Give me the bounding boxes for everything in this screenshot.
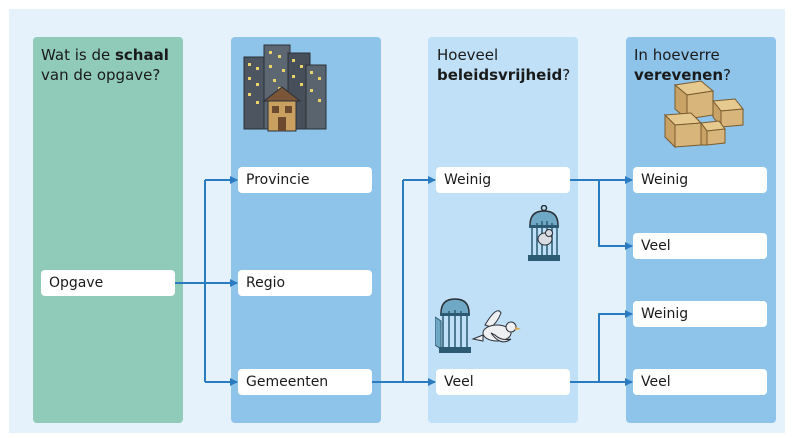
node-provincie: Provincie — [238, 167, 372, 193]
heading-equal-bold: verevenen — [634, 66, 724, 84]
heading-scale-bold: schaal — [114, 46, 169, 64]
arrow-to-ver-veel-1 — [598, 180, 633, 250]
heading-equal-post: ? — [723, 66, 731, 84]
heading-scale: Wat is de schaal van de opgave? — [41, 45, 181, 85]
open-cage-bird-icon — [435, 298, 521, 353]
column-scale — [33, 37, 183, 423]
arrow-to-ver-weinig-2 — [598, 310, 633, 382]
heading-policy-bold: beleidsvrijheid — [437, 66, 563, 84]
column-policy-freedom — [428, 37, 578, 423]
node-beleid-weinig: Weinig — [436, 167, 570, 193]
heading-policy-post: ? — [562, 66, 571, 84]
caged-bird-icon — [528, 205, 560, 261]
heading-equal-pre: In hoeverre — [634, 46, 720, 64]
node-gemeenten: Gemeenten — [238, 369, 372, 395]
node-ver-weinig-2: Weinig — [633, 301, 767, 327]
heading-scale-pre: Wat is de — [41, 46, 115, 64]
buildings-icon — [243, 44, 327, 132]
heading-policy-freedom: Hoeveel beleidsvrijheid? — [437, 45, 577, 85]
node-ver-veel-1: Veel — [633, 233, 767, 259]
heading-equalization: In hoeverre verevenen? — [634, 45, 774, 85]
heading-scale-post: van de opgave? — [41, 66, 161, 84]
diagram-frame: Wat is de schaal van de opgave? Hoeveel … — [9, 9, 785, 433]
connector-arrows — [175, 176, 633, 386]
node-opgave: Opgave — [41, 270, 175, 296]
node-beleid-veel: Veel — [436, 369, 570, 395]
boxes-icon — [663, 80, 744, 149]
node-ver-veel-2: Veel — [633, 369, 767, 395]
node-regio: Regio — [238, 270, 372, 296]
heading-policy-pre: Hoeveel — [437, 46, 499, 64]
node-ver-weinig-1: Weinig — [633, 167, 767, 193]
